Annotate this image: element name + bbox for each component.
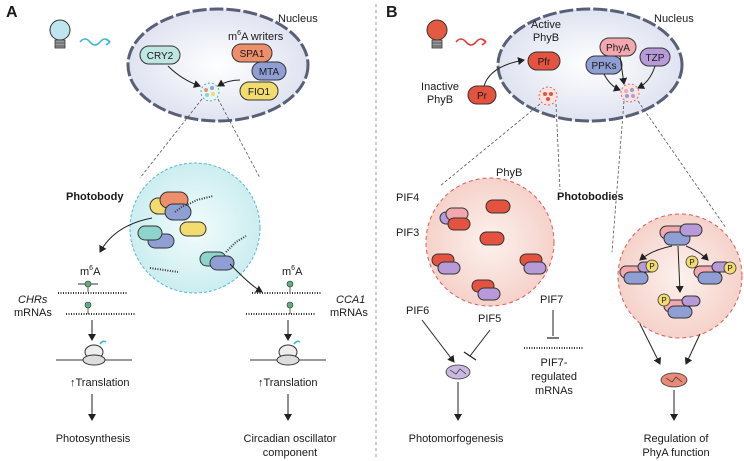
svg-text:PhyA: PhyA (606, 43, 630, 54)
photosynthesis-outcome: Photosynthesis (56, 433, 131, 445)
phya-protein: PhyA (599, 37, 637, 57)
svg-text:FIO1: FIO1 (248, 87, 271, 98)
svg-text:Pfr: Pfr (538, 57, 551, 68)
mta-protein: MTA (251, 61, 287, 81)
translation-left: ↑Translation (70, 377, 130, 389)
photobody-b-left (425, 177, 555, 307)
phospho-3: P (727, 264, 732, 273)
chrs-mrna-strands (58, 280, 136, 315)
inactive-phyb-1: Inactive (421, 81, 459, 93)
m6a-left-label: m6A (80, 265, 101, 278)
spa1-protein: SPA1 (231, 43, 273, 63)
pr-protein: Pr (467, 85, 497, 105)
pif7-regulated-3: mRNAs (535, 385, 573, 397)
panel-b-letter: B (386, 4, 398, 21)
svg-text:SPA1: SPA1 (240, 49, 265, 60)
phya-function-outcome-2: PhyA function (642, 447, 709, 459)
svg-text:CRY2: CRY2 (147, 51, 174, 62)
m6a-writers-label: m6A writers (228, 30, 284, 43)
red-light-bulb-icon (426, 19, 487, 49)
photomorfogenesis-outcome: Photomorfogenesis (409, 433, 504, 445)
cca1-mrna-strands (246, 280, 322, 315)
nucleus-b-label: Nucleus (654, 13, 694, 25)
pfr-protein: Pfr (527, 51, 561, 71)
pif4-label: PIF4 (396, 192, 419, 204)
ppks-protein: PPKs (585, 55, 623, 75)
nuclear-cluster-b1 (538, 86, 558, 106)
panel-a-letter: A (6, 4, 18, 21)
nuclear-cluster-b2 (620, 83, 640, 103)
degraded-protein-right-icon (660, 372, 688, 388)
cca1-mrna-word: mRNAs (330, 307, 368, 319)
svg-text:MTA: MTA (259, 67, 280, 78)
nucleus-a-label: Nucleus (278, 13, 318, 25)
svg-text:TZP: TZP (646, 53, 665, 64)
phya-function-outcome-1: Regulation of (644, 433, 710, 445)
chrs-mrna-word: mRNAs (14, 307, 52, 319)
photobody-a (129, 162, 261, 294)
circadian-outcome-2: component (263, 447, 317, 459)
pif7-label: PIF7 (540, 294, 563, 306)
pif5-label: PIF5 (478, 313, 501, 325)
ribosome-left-icon (56, 340, 132, 366)
m6a-right-label: m6A (282, 265, 303, 278)
pif3-label: PIF3 (396, 227, 419, 239)
tzp-protein: TZP (639, 47, 671, 67)
photobodies-label: Photobodies (557, 191, 624, 203)
svg-text:Pr: Pr (477, 91, 488, 102)
pif6-label: PIF6 (406, 305, 429, 317)
active-phyb-1: Active (531, 19, 561, 31)
photobody-b-right (617, 213, 743, 339)
chrs-mrna-name: CHRs (18, 294, 48, 306)
phospho-4: P (661, 296, 666, 305)
svg-text:PPKs: PPKs (591, 61, 616, 72)
blue-light-bulb-icon (49, 19, 111, 49)
phyb-label: PhyB (496, 167, 522, 179)
circadian-outcome-1: Circadian oscillator (244, 433, 337, 445)
pif7-regulated-1: PIF7- (541, 357, 568, 369)
pif7-regulated-2: regulated (531, 371, 577, 383)
inactive-phyb-2: PhyB (427, 94, 453, 106)
phospho-1: P (649, 262, 654, 271)
active-phyb-2: PhyB (533, 32, 559, 44)
ribosome-right-icon (250, 340, 326, 366)
nuclear-cluster-a (200, 82, 220, 102)
fio1-protein: FIO1 (239, 81, 279, 101)
degraded-protein-left-icon (445, 364, 471, 380)
cca1-mrna-name: CCA1 (336, 294, 365, 306)
photobody-label: Photobody (66, 191, 124, 203)
cry2-protein: CRY2 (139, 45, 181, 65)
translation-right: ↑Translation (258, 377, 318, 389)
phospho-2: P (689, 258, 694, 267)
